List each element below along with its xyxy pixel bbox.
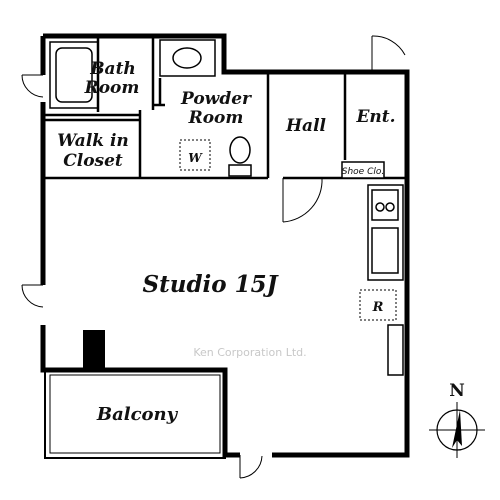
kitchen-counter xyxy=(367,184,404,376)
hall-label: Hall xyxy=(285,116,327,136)
balcony-label: Balcony xyxy=(96,404,179,425)
bath-room-label-line2: Room xyxy=(84,78,140,98)
compass-north-label: N xyxy=(449,381,465,401)
walk-in-closet-label-line2: Closet xyxy=(63,151,123,171)
powder-room-label-line1: Powder xyxy=(180,89,252,109)
balcony-outline xyxy=(44,369,226,459)
bath-room-label-line1: Bath xyxy=(89,59,136,79)
compass-arrow-icon xyxy=(452,410,462,448)
structural-column xyxy=(83,330,105,370)
powder-room-label-line2: Room xyxy=(188,108,244,128)
washer-space xyxy=(179,139,211,171)
walk-in-closet-label-line1: Walk in xyxy=(57,131,129,151)
bathtub xyxy=(49,41,99,109)
refrigerator-space xyxy=(359,289,397,321)
studio-label: Studio 15J xyxy=(142,271,279,298)
entrance-label: Ent. xyxy=(355,107,395,127)
watermark: Ken Corporation Ltd. xyxy=(193,346,306,359)
balcony-inner-rail xyxy=(49,374,221,454)
north-compass: N xyxy=(429,381,485,458)
washer-label: W xyxy=(188,151,203,165)
bath-sink xyxy=(159,39,216,77)
refrigerator-label: R xyxy=(372,300,384,315)
toilet xyxy=(228,136,252,177)
shoe-closet-label: Shoe Clo. xyxy=(342,167,384,177)
doors xyxy=(21,35,406,479)
shoe-closet-box xyxy=(341,161,385,179)
